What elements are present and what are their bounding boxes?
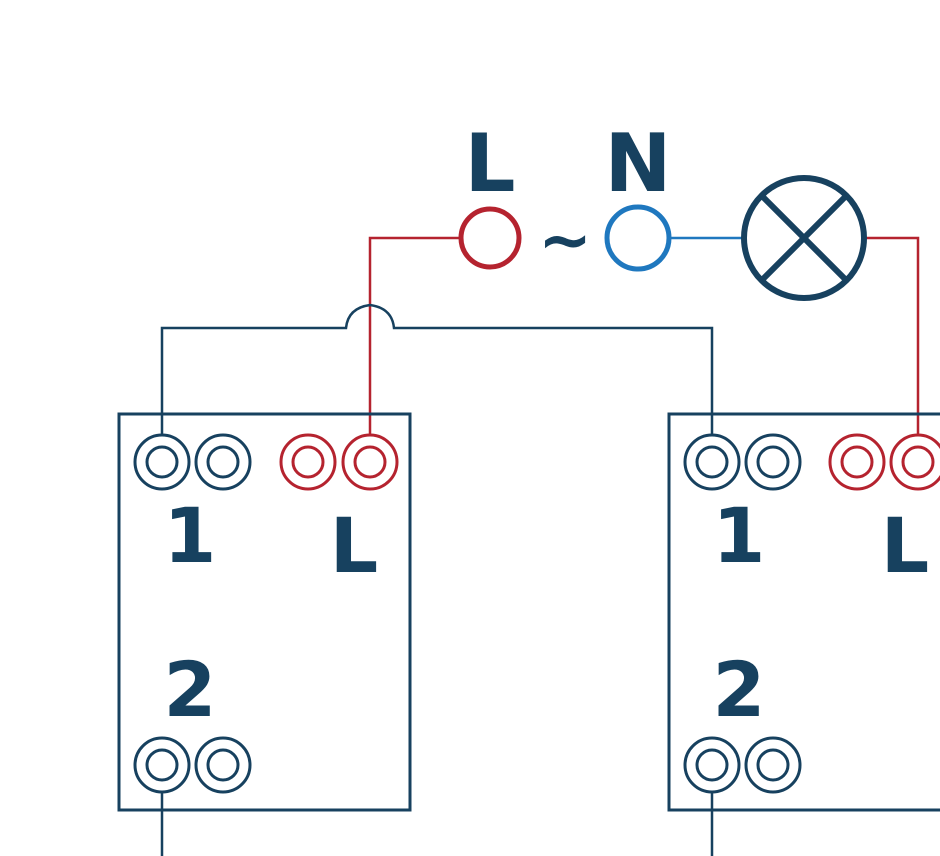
switch-left: 1 L 2 [117,412,412,812]
terminal-l-b [889,433,940,491]
lamp-cross-icon [741,175,867,301]
terminal-1-b [194,433,252,491]
supply-neutral-label: N [605,117,672,210]
terminal-l-label: L [330,501,378,590]
switch-housing [117,412,412,812]
terminal-2-label: 2 [164,645,217,734]
terminal-l-a [828,433,886,491]
supply-line-label: L [465,117,516,210]
wire-phase-left [368,236,460,460]
switch-right: 1 L 2 [667,412,940,812]
terminal-2-a [683,736,741,794]
terminal-l-b [341,433,399,491]
terminal-1-a [683,433,741,491]
terminal-l-label: L [881,501,929,590]
terminal-2-b [744,736,802,794]
ac-symbol: ~ [538,204,592,278]
terminal-1-a [133,433,191,491]
terminal-1-b [744,433,802,491]
wire-traveler-1 [160,303,714,460]
terminal-2-a [133,736,191,794]
switch-housing [667,412,940,812]
supply-line-terminal [458,206,522,270]
terminal-l-a [279,433,337,491]
supply-neutral-terminal [604,204,672,272]
terminal-2-label: 2 [713,645,766,734]
terminal-1-label: 1 [713,491,766,580]
terminal-1-label: 1 [164,491,217,580]
terminal-2-b [194,736,252,794]
wire-lamp-to-switch [866,236,920,460]
